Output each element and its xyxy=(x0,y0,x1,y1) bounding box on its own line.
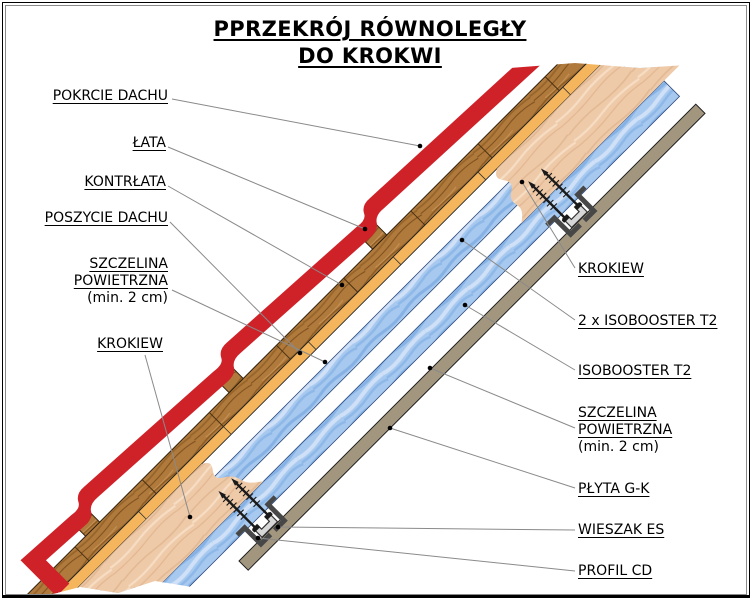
krokiew-upper-rafter xyxy=(496,63,714,224)
label-lata: ŁATA xyxy=(132,135,166,151)
title-line-2: DO KROKWI xyxy=(298,44,442,68)
label-krokiew-right: KROKIEW xyxy=(578,261,644,277)
label-szczelina-left: SZCZELINA POWIETRZNA (min. 2 cm) xyxy=(73,256,168,306)
label-krokiew-left: KROKIEW xyxy=(97,336,163,352)
label-wieszak-es: WIESZAK ES xyxy=(578,522,665,538)
label-kontrlata: KONTRŁATA xyxy=(84,174,166,190)
label-pokrycie-dachu: POKRCIE DACHU xyxy=(52,88,168,104)
title-line-1: PPRZEKRÓJ RÓWNOLEGŁY xyxy=(213,17,527,41)
plyta-gk-band xyxy=(238,103,706,571)
poszycie-joints xyxy=(53,86,571,598)
leader-lines xyxy=(144,98,576,572)
label-isobooster-2x: 2 x ISOBOOSTER T2 xyxy=(578,313,718,329)
label-szczelina-right: SZCZELINA POWIETRZNA (min. 2 cm) xyxy=(578,405,673,455)
roof-tiles-band xyxy=(20,63,550,597)
label-profil-cd: PROFIL CD xyxy=(578,563,653,579)
page-title: PPRZEKRÓJ RÓWNOLEGŁY DO KROKWI xyxy=(170,16,570,70)
label-plyta-gk: PŁYTA G-K xyxy=(578,481,650,497)
label-poszycie-dachu: POSZYCIE DACHU xyxy=(44,210,168,226)
krokiew-lower-rafter xyxy=(20,463,264,598)
leader-dots xyxy=(187,143,525,541)
kontrlata-joints xyxy=(20,63,627,598)
label-isobooster: ISOBOOSTER T2 xyxy=(578,363,692,379)
